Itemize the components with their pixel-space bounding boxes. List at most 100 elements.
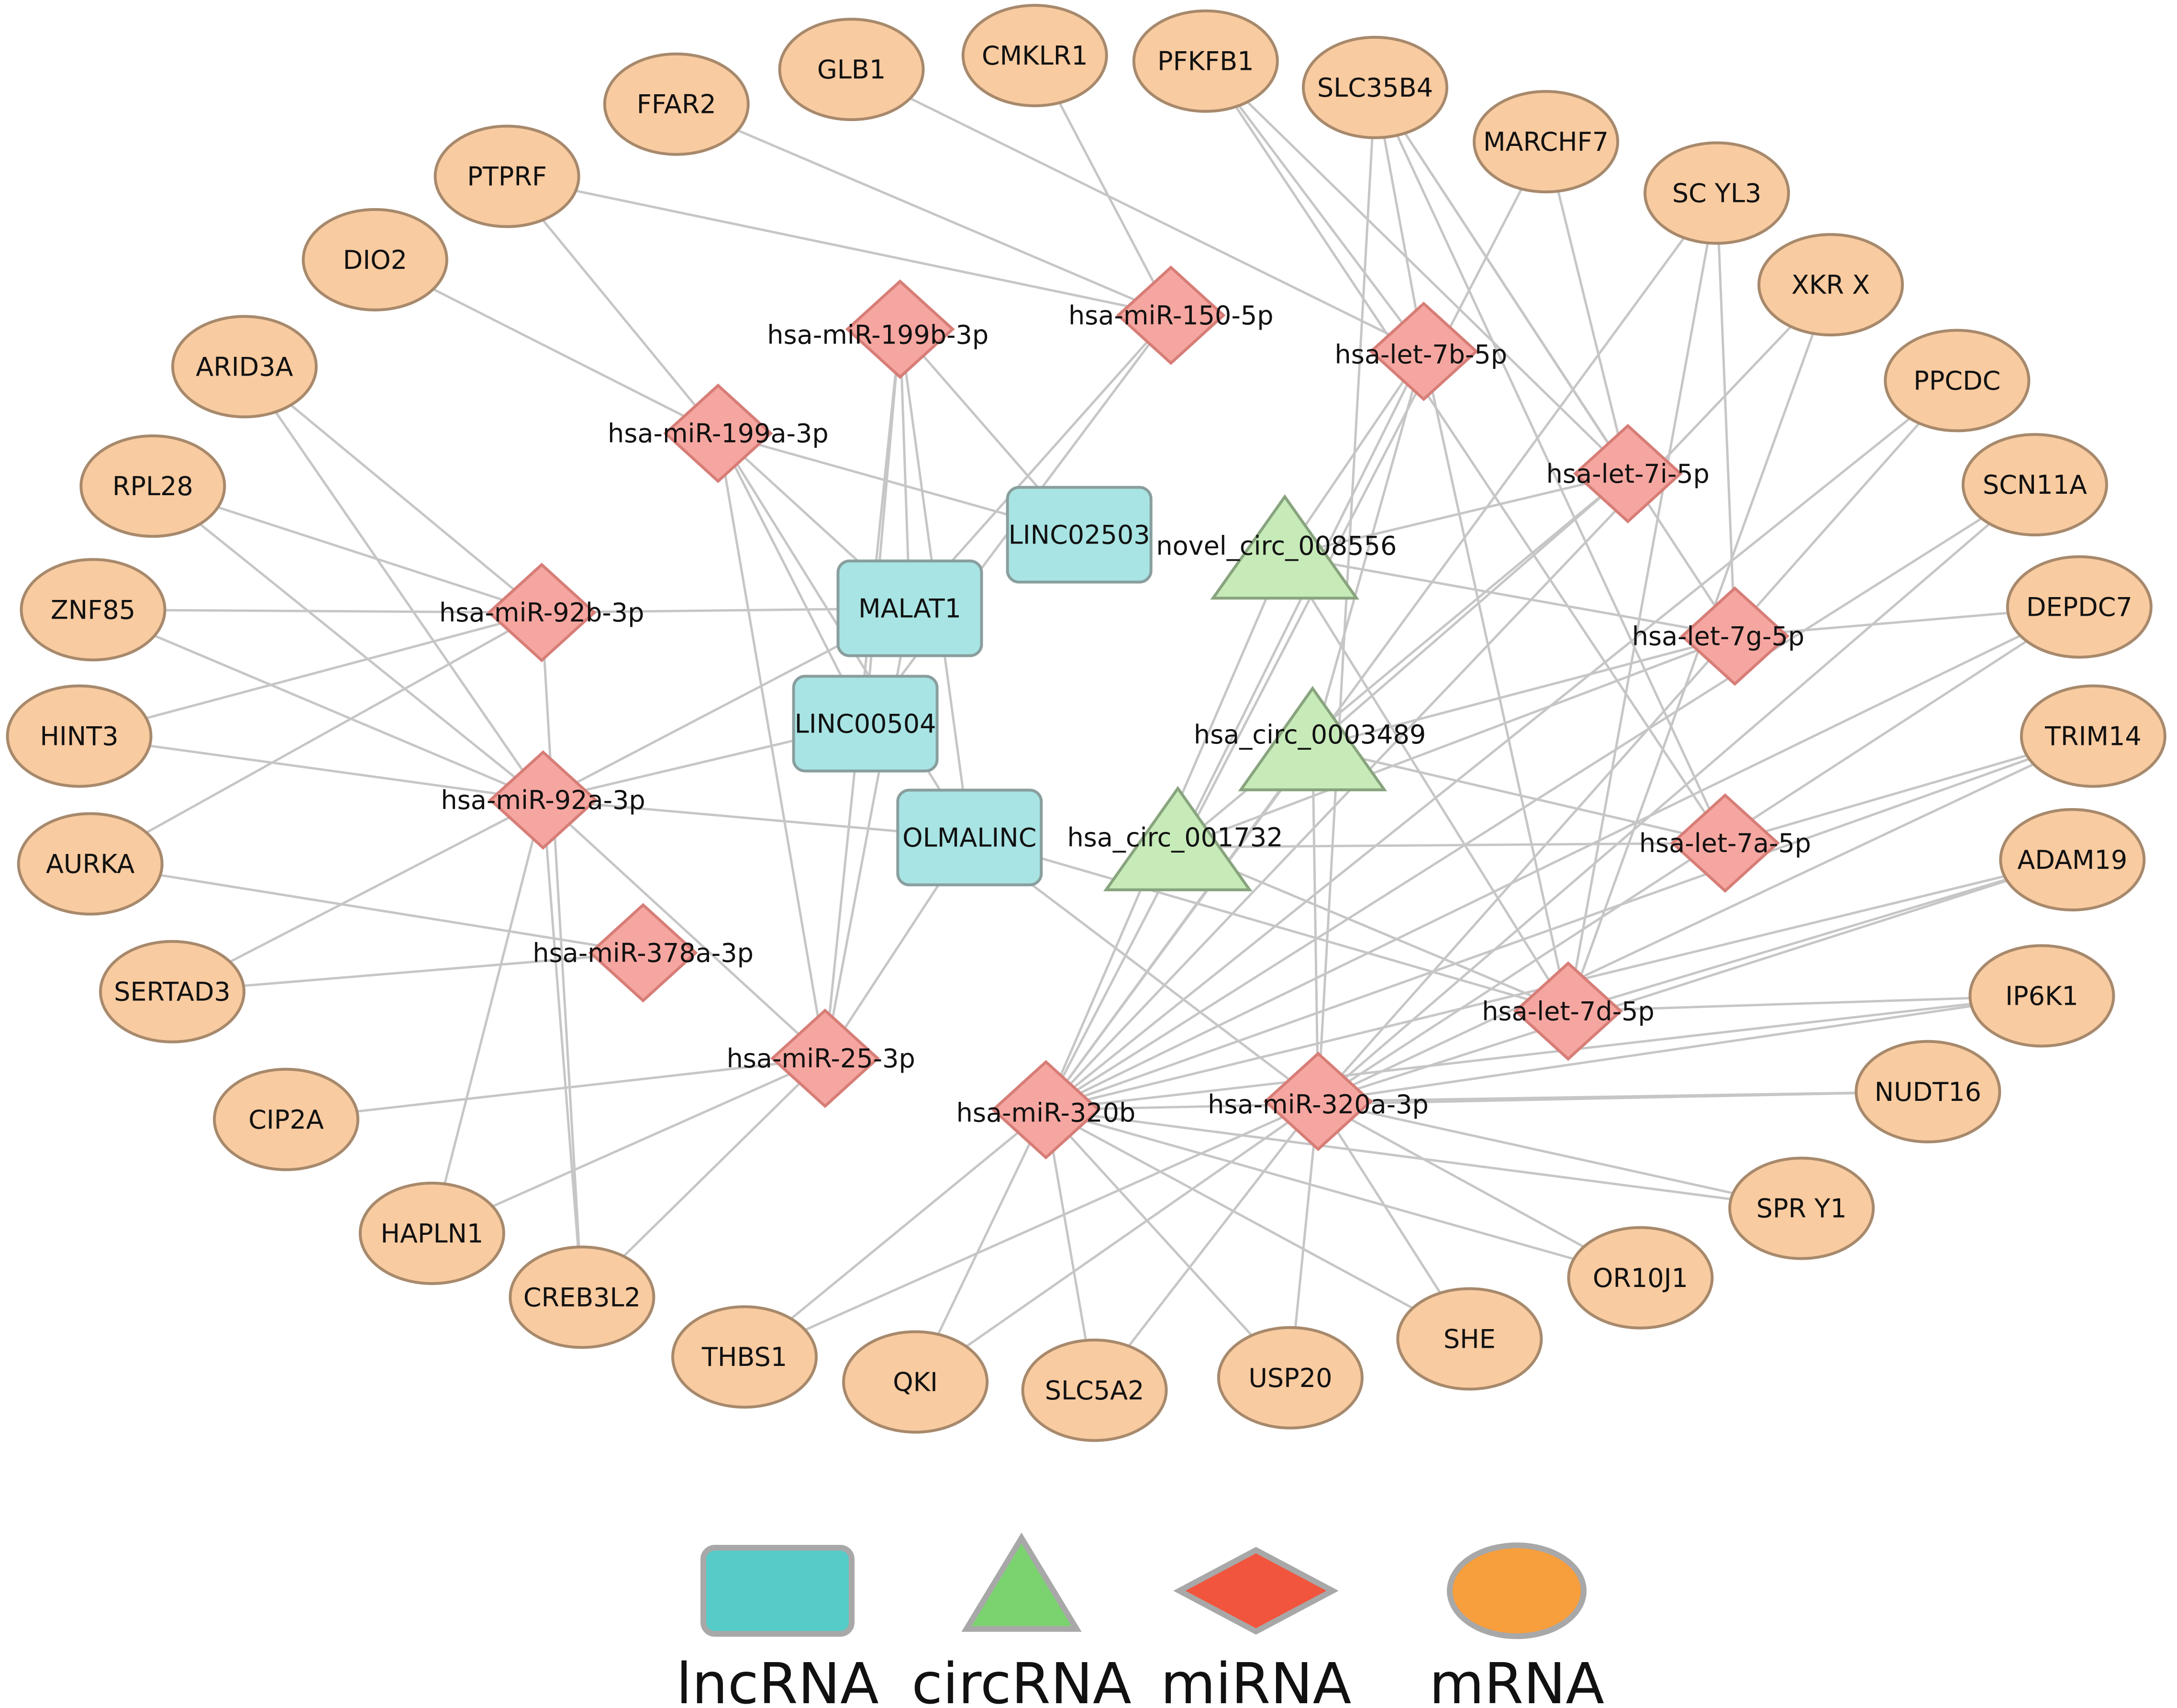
node-mirna-hsa-mir-25-3p: hsa-miR-25-3p [727,1009,915,1109]
node-label: CREB3L2 [523,1282,641,1312]
node-mrna-adam19: ADAM19 [1999,808,2146,911]
node-label: GLB1 [817,55,886,85]
node-label: hsa-let-7a-5p [1639,828,1811,858]
edge-hsa-mir-320a-3p-to-scn11a [1317,484,2036,1102]
edge-hsa-mir-92b-3p-to-aurka [89,611,543,865]
node-label: hsa-miR-199a-3p [608,419,829,449]
mirna-shape [1670,793,1780,893]
node-mrna-marchf7: MARCHF7 [1473,90,1620,194]
edge-hsa-let-7a-5p-to-hsa-circ-0003489 [1312,746,1726,844]
edge-hsa-let-7g-5p-to-hsa-circ-001732 [1177,635,1735,849]
edge-hsa-let-7a-5p-to-pfkfb1 [1204,60,1726,844]
edge-hsa-mir-92a-3p-to-arid3a [243,366,544,801]
circrna-shape [1238,686,1388,791]
node-mrna-hapln1: HAPLN1 [358,1181,505,1285]
mrna-shape [1132,9,1279,113]
mrna-shape [433,124,580,228]
edge-hsa-mir-92b-3p-to-creb3l2 [540,612,583,1298]
node-mrna-trim14: TRIM14 [2020,684,2166,788]
edge-hsa-mir-320b-to-usp20 [1045,1109,1291,1379]
node-label: CIP2A [248,1105,324,1135]
legend-mirna-swatch [1173,1547,1339,1635]
edge-hsa-let-7d-5p-to-hsa-circ-001732 [1177,846,1569,1012]
edge-hsa-mir-92b-3p-to-arid3a [244,366,543,614]
edge-hsa-mir-92b-3p-to-znf85 [93,608,542,614]
edge-hsa-let-7b-5p-to-hsa-let-7d-5p [1422,351,1569,1011]
edge-hsa-mir-150-5p-to-ffar2 [676,103,1172,317]
node-mrna-aurka: AURKA [17,812,164,916]
node-lncrna-olmalinc: OLMALINC [896,788,1043,887]
mrna-shape [1855,1040,2001,1143]
edge-hsa-mir-92a-3p-to-hapln1 [431,799,544,1234]
edge-hsa-mir-320a-3p-to-ip6k1 [1318,994,2042,1103]
mrna-shape [1396,1287,1543,1391]
mirna-shape [1573,423,1683,523]
mirna-shape [1369,301,1479,401]
edge-hsa-let-7g-5p-to-slc35b4 [1374,87,1736,637]
node-mrna-ppcdc: PPCDC [1884,329,2031,433]
node-circrna-hsa-circ-001732: hsa_circ_001732 [1067,786,1283,891]
node-label: PTPRF [467,162,547,192]
edge-hsa-let-7g-5p-to-novel-circ-008556 [1284,554,1735,638]
mrna-shape [171,315,318,419]
node-mrna-znf85: ZNF85 [20,558,167,662]
node-label: hsa-miR-320a-3p [1208,1089,1429,1120]
edge-hsa-mir-320a-3p-to-trim14 [1317,735,2094,1103]
node-mrna-creb3l2: CREB3L2 [509,1245,655,1349]
node-label: hsa-miR-25-3p [727,1043,915,1074]
edge-hsa-let-7b-5p-to-pfkfb1 [1204,60,1425,352]
node-label: CMKLR1 [982,41,1088,71]
node-mirna-hsa-mir-320a-3p: hsa-miR-320a-3p [1208,1052,1429,1152]
circrna-shape [1103,786,1253,891]
node-label: SLC35B4 [1317,73,1433,103]
edge-hsa-let-7i-5p-to-novel-circ-008556 [1284,472,1628,557]
node-label: AURKA [46,849,134,879]
edge-hsa-mir-92b-3p-to-hint3 [78,611,542,738]
node-label: HAPLN1 [380,1219,483,1249]
legend-mirna-label: miRNA [1161,1651,1352,1708]
node-label: hsa_circ_0003489 [1194,720,1426,750]
legend-item-mirna: miRNA [1161,1547,1352,1708]
node-label: MALAT1 [858,594,961,624]
node-mirna-hsa-let-7d-5p: hsa-let-7d-5p [1482,961,1655,1061]
node-label: hsa-miR-150-5p [1068,300,1274,331]
node-label: hsa-miR-92a-3p [441,785,645,815]
node-mirna-hsa-mir-199b-3p: hsa-miR-199b-3p [767,279,989,379]
node-mirna-hsa-let-7i-5p: hsa-let-7i-5p [1546,423,1710,523]
edge-hsa-mir-378a-3p-to-sertad3 [172,951,644,993]
node-label: LINC00504 [795,709,936,739]
mrna-shape [509,1245,655,1349]
node-circrna-novel-circ-008556: novel_circ_008556 [1156,494,1397,600]
mirna-shape [770,1009,880,1109]
mrna-shape [20,558,167,662]
edge-hsa-mir-92a-3p-to-creb3l2 [542,799,583,1298]
mirna-shape [845,279,955,379]
node-label: SERTAD3 [114,977,231,1007]
mrna-shape [778,18,925,122]
edge-hsa-mir-320a-3p-to-hsa-circ-0003489 [1311,747,1320,1102]
mrna-shape [1961,433,2108,537]
node-label: hsa-let-7g-5p [1632,621,1805,652]
node-mrna-spry1: SPR Y1 [1728,1156,1875,1260]
node-mrna-rpl28: RPL28 [79,434,226,538]
edge-hsa-mir-92a-3p-to-rpl28 [152,485,544,801]
mirna-shape [1116,265,1226,366]
legend-lncrna-swatch [700,1545,855,1637]
node-label: SC YL3 [1672,178,1762,209]
node-mrna-cmklr1: CMKLR1 [961,4,1108,108]
edge-hsa-let-7d-5p-to-novel-circ-008556 [1284,555,1569,1012]
edge-hsa-mir-320b-to-xkrx [1045,284,1832,1111]
node-label: THBS1 [701,1342,787,1372]
edge-hsa-let-7d-5p-to-ip6k1 [1568,994,2042,1012]
node-mrna-cip2a: CIP2A [213,1067,360,1171]
node-label: MARCHF7 [1483,127,1609,157]
lncrna-shape [896,788,1043,887]
node-label: ADAM19 [2017,845,2127,875]
edge-hsa-mir-150-5p-to-malat1 [909,314,1172,610]
edge-hsa-mir-320b-to-or10j1 [1045,1109,1641,1279]
mrna-shape [79,434,226,538]
node-label: LINC02503 [1009,520,1150,550]
lncrna-shape [792,675,939,773]
mrna-shape [842,1330,989,1434]
